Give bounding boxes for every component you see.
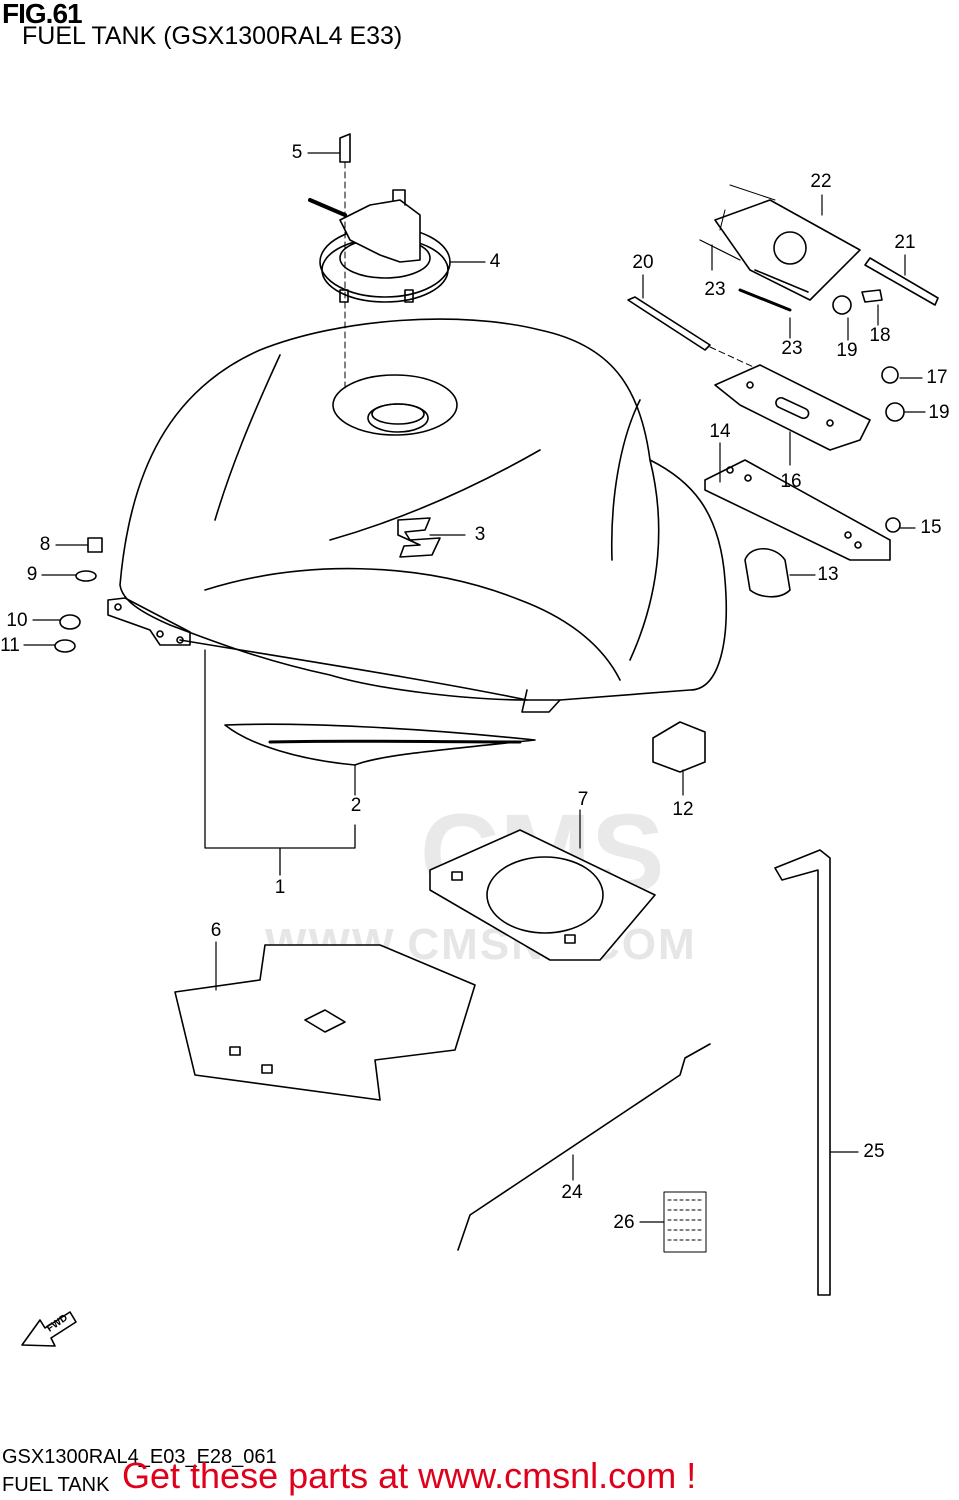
fasteners-left	[54, 537, 103, 653]
callout-2: 2	[350, 795, 362, 816]
section-name: FUEL TANK	[2, 1474, 110, 1496]
fuel-cap-assembly	[308, 189, 451, 303]
callout-24: 24	[561, 1182, 583, 1203]
callout-4: 4	[489, 251, 501, 272]
callout-6: 6	[210, 920, 222, 941]
callout-18: 18	[869, 325, 891, 346]
callout-19-lower: 19	[928, 402, 950, 423]
callout-13: 13	[817, 564, 839, 585]
parts-link[interactable]: Get these parts at www.cmsnl.com !	[122, 1455, 697, 1496]
side-decal	[224, 723, 536, 766]
rubber-cushion	[744, 547, 791, 598]
callout-1: 1	[274, 877, 286, 898]
callout-23-left: 23	[704, 279, 726, 300]
callout-11: 11	[0, 635, 20, 656]
long-bolt	[627, 296, 761, 371]
callout-19-upper: 19	[836, 340, 858, 361]
callout-15: 15	[920, 517, 942, 538]
callout-8: 8	[39, 534, 51, 555]
fwd-arrow-icon	[21, 1311, 77, 1347]
callout-10: 10	[6, 610, 28, 631]
breather-hose	[774, 849, 831, 1296]
drain-pipe	[457, 1043, 711, 1251]
callout-22: 22	[810, 171, 832, 192]
callout-20: 20	[632, 252, 654, 273]
warning-label	[663, 1191, 707, 1253]
callout-9: 9	[26, 564, 38, 585]
rear-bracket-assembly	[699, 184, 861, 312]
callout-5: 5	[291, 142, 303, 163]
callout-25: 25	[863, 1141, 885, 1162]
tank-emblem	[397, 517, 441, 558]
callout-21: 21	[894, 232, 916, 253]
callout-3: 3	[474, 524, 486, 545]
cushion-block	[652, 721, 706, 773]
fasteners-right	[832, 289, 905, 533]
callout-26: 26	[613, 1212, 635, 1233]
leader-lines	[23, 152, 926, 1223]
figure-number: FIG.61	[2, 0, 83, 29]
callout-7: 7	[577, 789, 589, 810]
callout-14: 14	[709, 421, 731, 442]
callout-23-lower: 23	[781, 338, 803, 359]
callout-12: 12	[672, 799, 694, 820]
callout-17: 17	[926, 367, 948, 388]
callout-16: 16	[780, 471, 802, 492]
pivot-rod	[864, 257, 939, 306]
diagram-code: GSX1300RAL4_E03_E28_061	[2, 1446, 277, 1468]
tank-bracket-plate	[714, 364, 871, 451]
rubber-mat	[429, 829, 656, 961]
mounting-plate	[704, 459, 891, 561]
fuel-tank-body	[107, 318, 728, 713]
filler-bolt	[339, 133, 351, 391]
heat-shield	[174, 944, 476, 1101]
figure-subtitle: FUEL TANK (GSX1300RAL4 E33)	[22, 22, 403, 50]
